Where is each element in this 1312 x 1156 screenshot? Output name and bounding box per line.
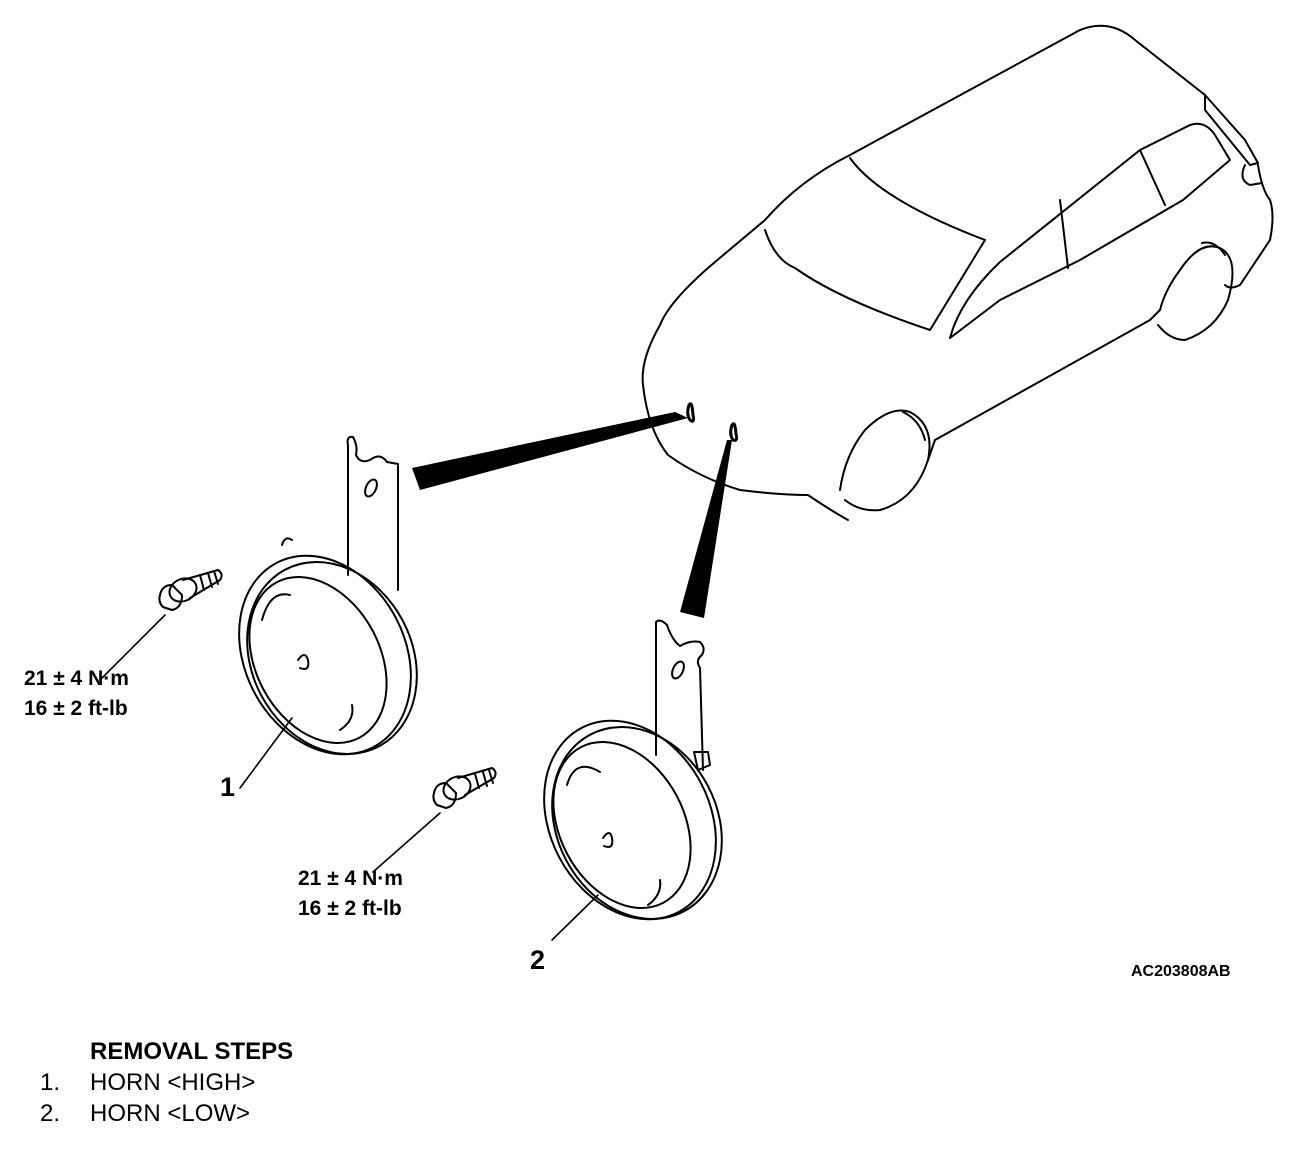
torque-metric: 21 ± 4 N·m	[24, 667, 129, 690]
removal-step: 2. HORN <LOW>	[40, 1098, 293, 1129]
callout-2: 2	[530, 945, 546, 975]
figure-code: AC203808AB	[1131, 963, 1231, 980]
leader-wedge-horn-high	[412, 412, 688, 490]
removal-steps: REMOVAL STEPS 1. HORN <HIGH> 2. HORN <LO…	[40, 1036, 293, 1129]
removal-steps-title: REMOVAL STEPS	[90, 1038, 294, 1065]
step-number: 2.	[40, 1100, 61, 1127]
torque-spec-horn-low: 21 ± 4 N·m 16 ± 2 ft-lb	[298, 864, 403, 924]
torque-imperial: 16 ± 2 ft-lb	[298, 897, 402, 920]
torque-metric: 21 ± 4 N·m	[298, 867, 403, 890]
callout-1: 1	[220, 772, 236, 802]
torque-imperial: 16 ± 2 ft-lb	[24, 697, 128, 720]
step-label: HORN <HIGH>	[90, 1069, 256, 1096]
step-number: 1.	[40, 1069, 61, 1096]
torque-spec-horn-high: 21 ± 4 N·m 16 ± 2 ft-lb	[24, 664, 129, 724]
removal-step: 1. HORN <HIGH>	[40, 1067, 293, 1098]
bolt-2-illustration	[372, 767, 497, 873]
step-label: HORN <LOW>	[90, 1100, 251, 1127]
bolt-1-illustration	[99, 569, 223, 681]
horn-high-illustration	[238, 435, 418, 789]
leader-wedge-horn-low	[680, 440, 732, 618]
horn-low-illustration	[543, 619, 723, 941]
vehicle-outline	[641, 24, 1274, 521]
